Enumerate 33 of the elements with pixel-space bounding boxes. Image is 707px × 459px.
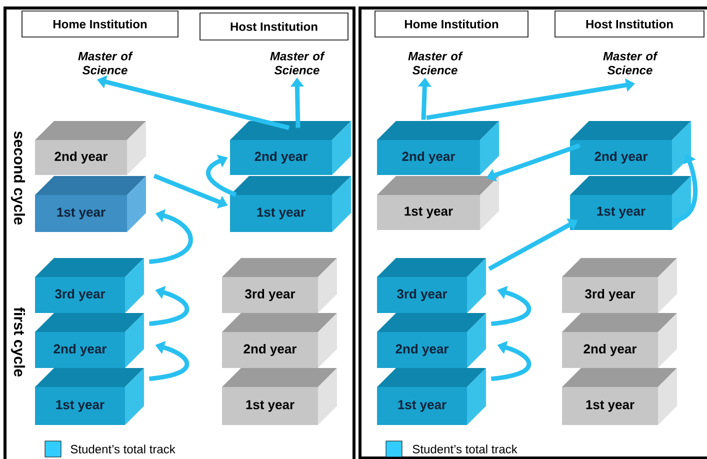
legend-text: Student’s total track <box>412 444 518 454</box>
year-block: 2nd year <box>35 121 146 175</box>
year-block: 1st year <box>562 368 677 425</box>
year-block: 1st year <box>222 368 337 425</box>
degree-label: Master of Science <box>408 52 463 74</box>
arrow <box>206 154 237 197</box>
year-block: 2nd year <box>562 313 677 368</box>
header-box: Home Institution <box>374 10 528 38</box>
year-block: 2nd year <box>377 121 499 175</box>
year-block: 2nd year <box>377 313 486 368</box>
cycle-label: second cycle <box>11 131 25 225</box>
header-box: Home Institution <box>22 10 178 38</box>
year-block: 2nd year <box>230 121 351 175</box>
year-block: 1st year <box>35 176 146 232</box>
year-block: 3rd year <box>377 258 486 313</box>
cycle-label: first cycle <box>11 307 25 376</box>
degree-label: Master of Science <box>270 52 325 74</box>
year-block: 3rd year <box>562 258 677 313</box>
degree-label: Master of Science <box>78 52 133 74</box>
year-block: 1st year <box>35 368 144 425</box>
year-block: 3rd year <box>222 258 337 313</box>
year-block: 1st year <box>377 368 486 425</box>
legend-text: Student’s total track <box>70 444 176 454</box>
header-box: Host Institution <box>200 12 348 40</box>
header-box: Host Institution <box>554 10 704 38</box>
year-block: 2nd year <box>570 121 691 175</box>
year-block: 1st year <box>570 176 691 230</box>
degree-label: Master of Science <box>603 52 658 74</box>
year-block: 2nd year <box>222 313 337 368</box>
year-block: 1st year <box>377 176 499 230</box>
year-block: 3rd year <box>35 258 144 313</box>
year-block: 1st year <box>230 176 351 232</box>
year-block: 2nd year <box>35 313 144 368</box>
